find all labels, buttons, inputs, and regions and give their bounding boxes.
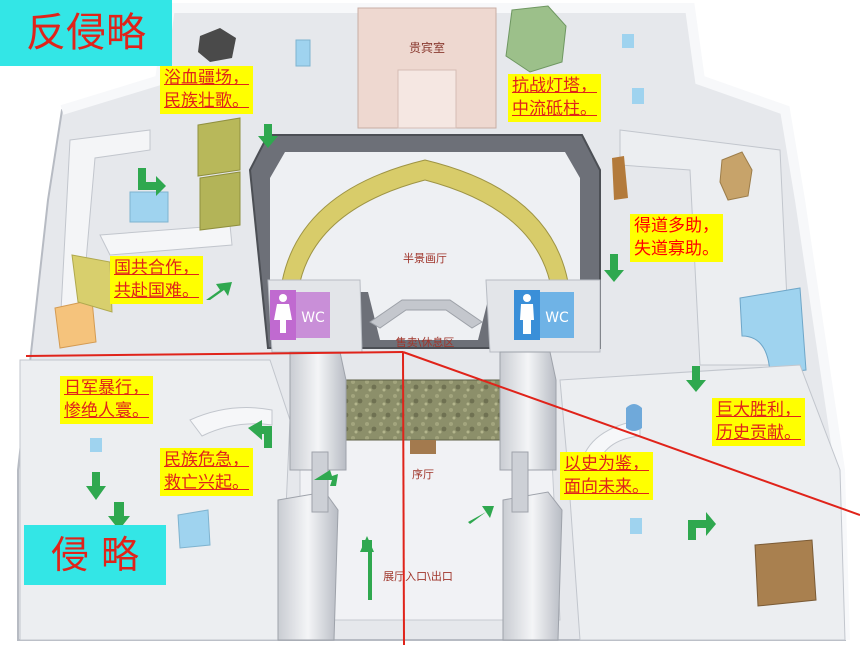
banner-aggression-text: 侵 略: [50, 533, 140, 577]
sales-rest-label: 售卖\休息区: [396, 335, 455, 349]
column-bottom-right: [502, 491, 563, 641]
caption-bloody-battlefield: 浴血疆场， 民族壮歌。: [160, 66, 253, 114]
direction-arrow-icon: [362, 540, 372, 600]
column-bottom-left: [277, 491, 339, 641]
direction-arrow-icon: [686, 366, 706, 392]
lower-left-curved-wall: [189, 407, 273, 437]
caption-kmt-cpc-cooperation: 国共合作， 共赴国难。: [110, 256, 203, 304]
vip-room-carpet: [397, 69, 457, 129]
sales-rest-counter: [369, 299, 483, 329]
direction-arrow-icon: [138, 168, 166, 196]
direction-arrow-icon: [604, 254, 624, 282]
exhibit-case-blue-top-right: [622, 34, 634, 48]
exhibit-brown-pillar: [612, 156, 628, 200]
preface-hall-label: 序厅: [412, 467, 434, 481]
male-toilet-icon: [514, 290, 540, 340]
exhibit-case-blue-small: [90, 438, 102, 452]
direction-arrow-icon: [314, 470, 338, 486]
caption-just-cause: 得道多助， 失道寡助。: [630, 214, 723, 262]
exhibit-olive-stack-1: [197, 117, 241, 177]
banner-anti-aggression-text: 反侵略: [26, 10, 146, 56]
exhibit-brown-crate: [754, 539, 817, 607]
caption-japanese-atrocities: 日军暴行， 惨绝人寰。: [60, 376, 153, 424]
male-wc-sign: [540, 292, 574, 338]
direction-arrow-icon: [86, 472, 106, 500]
direction-arrow-icon: [248, 420, 272, 448]
caption-national-crisis: 民族危急， 救亡兴起。: [160, 448, 253, 496]
male-wc-label: WC: [545, 310, 569, 326]
exhibit-tan-cylinder: [719, 151, 753, 201]
caption-beacon-of-resistance: 抗战灯塔， 中流砥柱。: [508, 74, 601, 122]
panorama-hall-label: 半景画厅: [403, 251, 447, 265]
exhibit-case-blue-lower: [177, 509, 211, 549]
direction-arrow-icon: [108, 502, 130, 530]
divider-vertical: [402, 351, 405, 646]
female-wc-sign: [296, 292, 330, 338]
exhibit-case-blue-left: [129, 191, 169, 223]
direction-arrow-icon: [688, 512, 716, 540]
exhibit-case-orange: [54, 299, 97, 349]
caption-learn-from-history: 以史为鉴， 面向未来。: [560, 452, 653, 500]
left-inner-wall: [99, 224, 233, 256]
stone-relief-wall: [335, 379, 513, 441]
entrance-exit-label: 展厅入口\出口: [383, 569, 453, 583]
caption-great-victory: 巨大胜利， 历史贡献。: [712, 398, 805, 446]
preface-podium: [410, 440, 436, 454]
female-wc-label: WC: [301, 310, 325, 326]
direction-arrow-icon: [206, 282, 232, 300]
exhibit-dark-cube: [198, 28, 236, 62]
exhibit-case-blue-lower-right: [630, 518, 642, 534]
pillar-mid-right: [511, 451, 529, 513]
exhibit-case-blue-right: [632, 88, 644, 104]
exhibit-olive-panel-left: [71, 254, 113, 313]
direction-arrow-icon: [360, 536, 374, 552]
divider-horizontal: [25, 351, 404, 357]
pillar-mid-left: [311, 451, 329, 513]
divider-diagonal: [402, 351, 860, 516]
direction-arrow-icon: [258, 124, 278, 148]
exhibit-case-blue-top-left: [295, 39, 311, 67]
exhibit-olive-stack-2: [199, 171, 241, 231]
column-top-right: [499, 351, 557, 471]
direction-arrow-icon: [468, 506, 494, 524]
banner-anti-aggression: 反侵略: [0, 0, 172, 66]
exhibit-green-octagon: [505, 5, 567, 73]
exhibit-case-blue-cyl: [626, 404, 642, 431]
vip-room-label: 贵宾室: [409, 40, 445, 55]
female-toilet-icon: [270, 290, 296, 340]
banner-aggression: 侵 略: [24, 525, 166, 585]
